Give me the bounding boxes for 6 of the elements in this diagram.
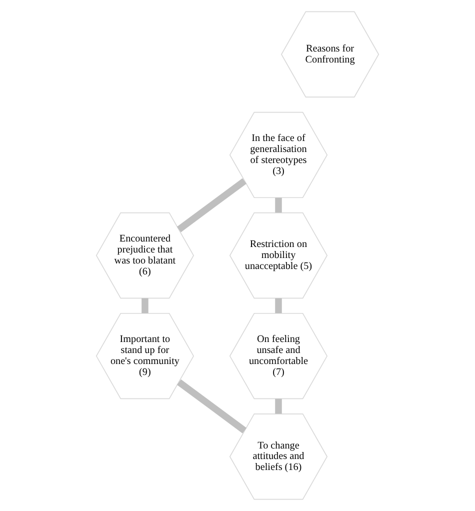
connector: [176, 178, 246, 232]
connector: [275, 198, 282, 213]
connector: [142, 298, 148, 314]
connector: [177, 379, 247, 434]
connector: [275, 298, 282, 314]
connector: [275, 398, 282, 414]
